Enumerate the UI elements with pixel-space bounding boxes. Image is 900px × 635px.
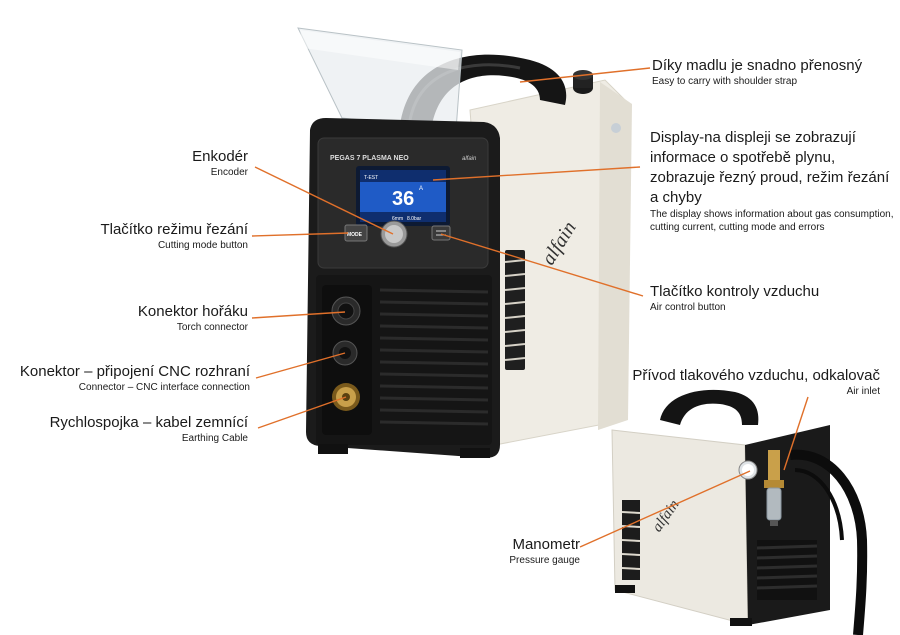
callout-torch: Konektor hořáku Torch connector: [60, 303, 248, 334]
callout-air: Tlačítko kontroly vzduchu Air control bu…: [650, 283, 890, 314]
leader-display: [432, 166, 641, 181]
leader-cutmode: [251, 232, 349, 237]
callout-cutmode: Tlačítko režimu řezání Cutting mode butt…: [60, 221, 248, 252]
leader-cnc: [255, 352, 346, 379]
callout-cnc-en: Connector – CNC interface connection: [78, 382, 250, 393]
callout-encoder: Enkodér Encoder: [100, 148, 248, 179]
callout-airinlet-cz: Přívod tlakového vzduchu, odkalovač: [632, 367, 880, 384]
callout-handle: Díky madlu je snadno přenosný Easy to ca…: [652, 57, 892, 88]
callout-torch-en: Torch connector: [176, 322, 248, 333]
callout-torch-cz: Konektor hořáku: [137, 303, 248, 320]
callout-air-cz: Tlačítko kontroly vzduchu: [650, 283, 820, 300]
callout-ground-cz: Rychlospojka – kabel zemnící: [49, 414, 248, 431]
leader-handle: [519, 67, 651, 83]
display-unit: A: [419, 186, 423, 192]
callout-handle-en: Easy to carry with shoulder strap: [652, 76, 798, 87]
leader-air: [440, 233, 644, 297]
callout-airinlet: Přívod tlakového vzduchu, odkalovač Air …: [600, 367, 880, 398]
callout-gauge-cz: Manometr: [512, 536, 580, 553]
callout-cnc: Konektor – připojení CNC rozhraní Connec…: [2, 363, 250, 394]
brand-small-label: alfain: [462, 156, 477, 162]
mode-button-label: MODE: [347, 232, 363, 238]
leader-torch: [251, 311, 346, 319]
callout-display-cz: Display-na displeji se zobrazují informa…: [650, 129, 890, 206]
callout-display: Display-na displeji se zobrazují informa…: [650, 128, 895, 234]
callout-cutmode-cz: Tlačítko režimu řezání: [100, 221, 248, 238]
callout-ground-en: Earthing Cable: [181, 433, 248, 444]
display-bottom-left: 6mm: [392, 216, 403, 222]
callout-gauge-en: Pressure gauge: [509, 555, 580, 566]
callout-cnc-cz: Konektor – připojení CNC rozhraní: [19, 363, 250, 380]
display-bottom-right: 8.0bar: [407, 216, 422, 222]
display-value: 36: [392, 188, 414, 210]
callout-encoder-cz: Enkodér: [192, 148, 248, 165]
callout-encoder-en: Encoder: [210, 167, 248, 178]
leader-lines: [251, 67, 809, 548]
callout-ground: Rychlospojka – kabel zemnící Earthing Ca…: [20, 414, 248, 445]
leader-gauge: [579, 470, 751, 548]
display-top-label: T-EST: [364, 175, 378, 181]
callout-airinlet-en: Air inlet: [846, 386, 880, 397]
leader-airinlet: [783, 396, 809, 471]
leader-encoder: [254, 166, 394, 235]
main-unit: [297, 27, 632, 458]
callout-handle-cz: Díky madlu je snadno přenosný: [652, 57, 863, 74]
rear-unit: [611, 389, 868, 635]
model-label: PEGAS 7 PLASMA NEO: [330, 155, 409, 162]
callout-gauge: Manometr Pressure gauge: [440, 536, 580, 567]
leader-ground: [257, 396, 347, 429]
callout-cutmode-en: Cutting mode button: [157, 240, 248, 251]
callout-air-en: Air control button: [650, 302, 726, 313]
callout-display-en: The display shows information about gas …: [650, 209, 894, 233]
